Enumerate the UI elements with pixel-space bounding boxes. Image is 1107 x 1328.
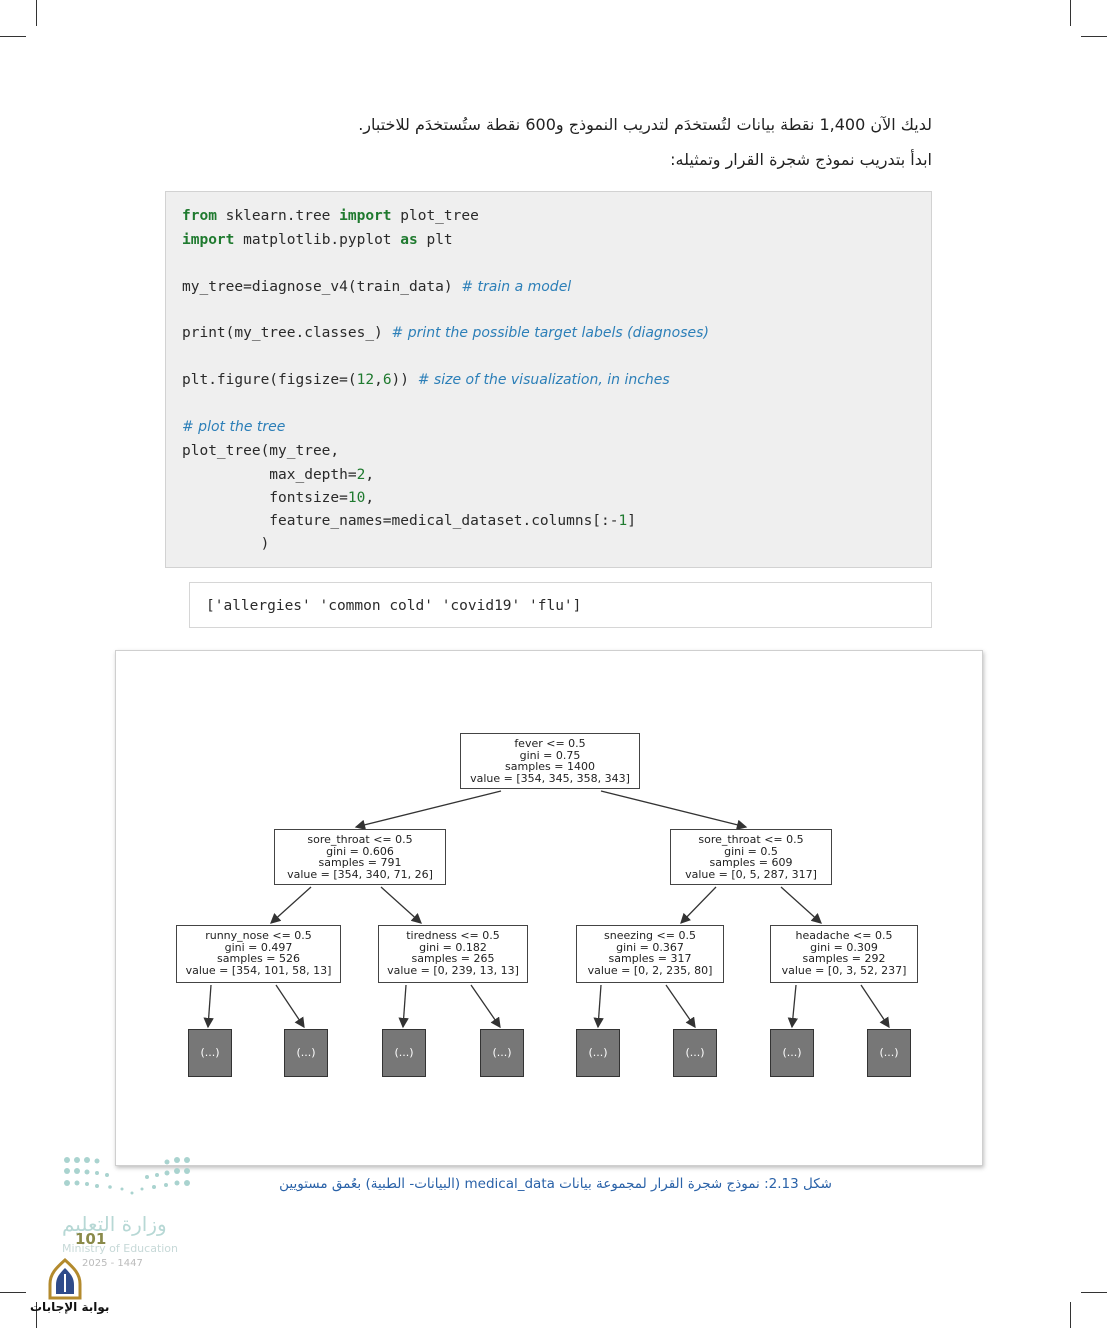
node-rr-split: headache <= 0.5 — [795, 929, 893, 942]
decision-tree-figure: fever <= 0.5 gini = 0.75 samples = 1400 … — [115, 650, 983, 1166]
intro-line-2: ابدأ بتدريب نموذج شجرة القرار وتمثيله: — [670, 150, 932, 169]
tree-node-right: sore_throat <= 0.5 gini = 0.5 samples = … — [670, 829, 832, 885]
node-right-samples: samples = 609 — [709, 856, 793, 869]
code-line-1: from sklearn.tree import plot_tree — [182, 208, 479, 224]
tree-node-rr: headache <= 0.5 gini = 0.309 samples = 2… — [770, 925, 918, 983]
edge-ll-leaf1 — [203, 984, 214, 1029]
ministry-logo-icon — [64, 1157, 190, 1195]
node-ll-value: value = [354, 101, 58, 13] — [185, 963, 332, 977]
edge-ll-leaf2 — [275, 984, 305, 1029]
crop-mark — [1070, 1302, 1071, 1328]
tree-edges — [203, 790, 890, 1029]
figure-caption: شكل 2.13: نموذج شجرة القرار لمجموعة بيان… — [279, 1176, 832, 1192]
ministry-name-english: Ministry of Education — [62, 1242, 179, 1255]
code-line-4: print(my_tree.classes_) # print the poss… — [182, 325, 709, 341]
edge-left-ll — [270, 886, 312, 924]
edge-lr-leaf1 — [398, 984, 409, 1029]
tree-leaf: (...) — [188, 1029, 232, 1077]
output-text: ['allergies' 'common cold' 'covid19' 'fl… — [206, 598, 582, 614]
code-line-8: max_depth=2, — [182, 467, 375, 483]
node-rr-value: value = [0, 3, 52, 237] — [781, 963, 907, 977]
tree-leaf: (...) — [673, 1029, 717, 1077]
code-line-9: fontsize=10, — [182, 490, 375, 506]
edge-right-rr — [780, 886, 822, 924]
tree-node-root: fever <= 0.5 gini = 0.75 samples = 1400 … — [460, 733, 640, 789]
brand-logo-icon — [48, 1258, 82, 1300]
crop-mark — [0, 1292, 26, 1293]
tree-node-left: sore_throat <= 0.5 gini = 0.606 samples … — [274, 829, 446, 885]
node-right-split: sore_throat <= 0.5 — [698, 833, 804, 846]
tree-leaf: (...) — [770, 1029, 814, 1077]
edge-root-left — [354, 790, 502, 830]
node-rl-split: sneezing <= 0.5 — [604, 929, 696, 942]
node-lr-split: tiredness <= 0.5 — [406, 929, 500, 942]
edition-year: 2025 - 1447 — [82, 1258, 143, 1269]
node-left-gini: gini = 0.606 — [326, 844, 394, 858]
edge-root-right — [600, 790, 748, 830]
crop-mark — [36, 1302, 37, 1328]
tree-node-ll: runny_nose <= 0.5 gini = 0.497 samples =… — [176, 925, 341, 983]
node-root-gini: gini = 0.75 — [519, 748, 581, 762]
node-left-value: value = [354, 340, 71, 26] — [287, 867, 433, 881]
node-root-split: fever <= 0.5 — [514, 737, 586, 750]
code-line-11: ) — [182, 536, 270, 552]
code-line-6: # plot the tree — [182, 419, 286, 435]
brand-name: بوابة الإجابات — [30, 1300, 110, 1314]
tree-leaf: (...) — [480, 1029, 524, 1077]
node-ll-gini: gini = 0.497 — [224, 940, 293, 954]
crop-mark — [1070, 0, 1071, 26]
node-lr-value: value = [0, 239, 13, 13] — [387, 963, 519, 977]
edge-left-lr — [380, 886, 422, 924]
node-rl-value: value = [0, 2, 235, 80] — [587, 963, 713, 977]
edge-rr-leaf1 — [787, 984, 799, 1029]
node-lr-gini: gini = 0.182 — [419, 940, 487, 954]
code-cell: from sklearn.tree import plot_tree impor… — [165, 191, 932, 568]
node-root-samples: samples = 1400 — [505, 760, 595, 773]
node-ll-split: runny_nose <= 0.5 — [205, 929, 312, 942]
code-line-3: my_tree=diagnose_v4(train_data) # train … — [182, 279, 572, 295]
edge-lr-leaf2 — [470, 984, 501, 1029]
tree-node-lr: tiredness <= 0.5 gini = 0.182 samples = … — [378, 925, 528, 983]
node-root-value: value = [354, 345, 358, 343] — [470, 771, 630, 785]
node-lr-samples: samples = 265 — [411, 952, 495, 965]
node-left-samples: samples = 791 — [318, 856, 402, 869]
page-number: 101 — [75, 1230, 107, 1248]
node-ll-samples: samples = 526 — [217, 952, 300, 965]
output-cell: ['allergies' 'common cold' 'covid19' 'fl… — [189, 582, 932, 628]
tree-node-rl: sneezing <= 0.5 gini = 0.367 samples = 3… — [576, 925, 724, 983]
tree-leaf: (...) — [284, 1029, 328, 1077]
tree-leaf: (...) — [382, 1029, 426, 1077]
edge-rl-leaf2 — [665, 984, 696, 1029]
edge-rr-leaf2 — [860, 984, 890, 1029]
intro-line-1: لديك الآن 1,400 نقطة بيانات لتُستخدَم لت… — [358, 115, 932, 134]
code-line-2: import matplotlib.pyplot as plt — [182, 232, 453, 248]
code-line-10: feature_names=medical_dataset.columns[:-… — [182, 513, 636, 529]
node-right-gini: gini = 0.5 — [724, 844, 778, 858]
crop-mark — [1081, 36, 1107, 37]
tree-leaf: (...) — [867, 1029, 911, 1077]
node-rl-samples: samples = 317 — [608, 952, 692, 965]
crop-mark — [0, 36, 26, 37]
tree-leaf: (...) — [576, 1029, 620, 1077]
crop-mark — [1081, 1292, 1107, 1293]
code-line-5: plt.figure(figsize=(12,6)) # size of the… — [182, 372, 670, 388]
crop-mark — [36, 0, 37, 26]
ministry-name-arabic: وزارة التعليم — [62, 1212, 167, 1236]
node-left-split: sore_throat <= 0.5 — [307, 833, 413, 846]
node-rr-gini: gini = 0.309 — [810, 940, 878, 954]
node-rl-gini: gini = 0.367 — [616, 940, 684, 954]
node-right-value: value = [0, 5, 287, 317] — [685, 867, 817, 881]
edge-right-rl — [680, 886, 717, 924]
node-rr-samples: samples = 292 — [802, 952, 886, 965]
code-line-7: plot_tree(my_tree, — [182, 443, 340, 459]
edge-rl-leaf1 — [593, 984, 604, 1029]
